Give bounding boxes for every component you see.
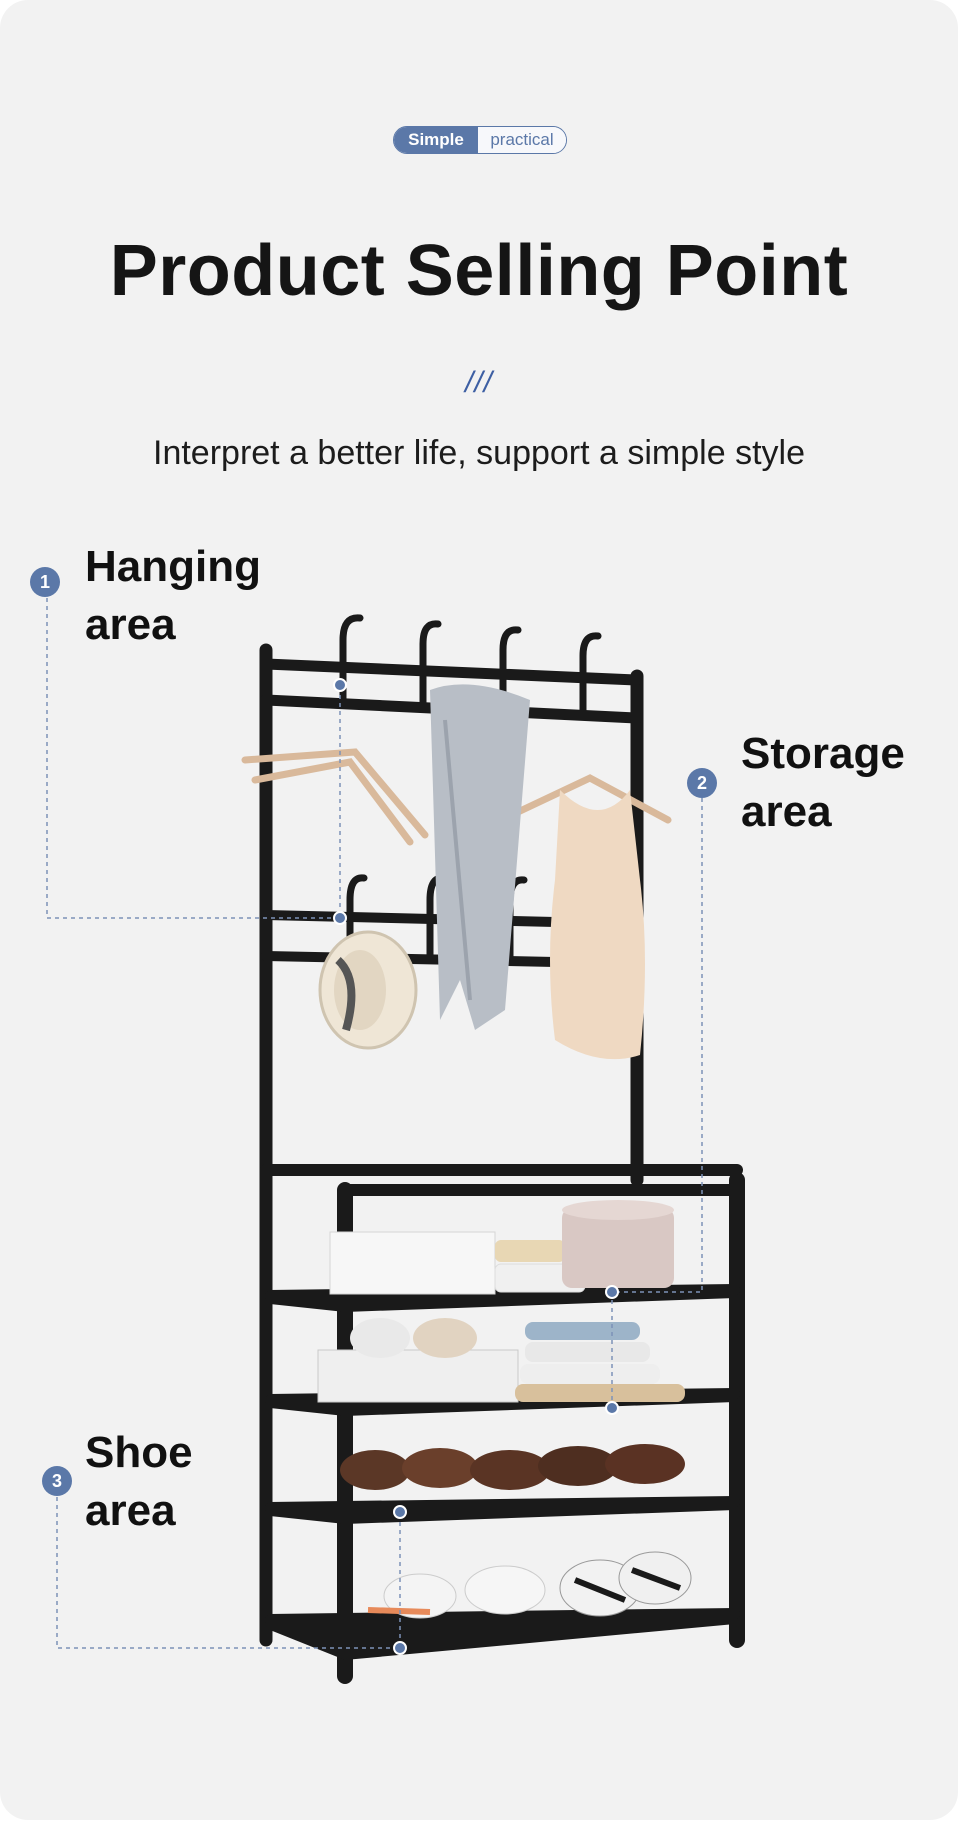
callout-leaders [46, 590, 703, 1649]
tank-top [550, 790, 645, 1060]
decorative-slashes: /// [464, 366, 493, 399]
callout-number-3: 3 [42, 1466, 72, 1496]
callout-storage-line2: area [741, 787, 832, 836]
tag-badge: Simple practical [393, 126, 567, 154]
callout-number-2: 2 [687, 768, 717, 798]
shoes-upper [340, 1444, 685, 1490]
callout-hanging-line2: area [85, 600, 176, 649]
hanger-right [514, 774, 672, 824]
hanger-left [241, 748, 429, 846]
callout-hanging-area: Hanging area [85, 538, 261, 654]
callout-number-1: 1 [30, 567, 60, 597]
callout-shoe-line2: area [85, 1486, 176, 1535]
callout-shoe-area: Shoe area [85, 1424, 193, 1540]
callout-storage-area: Storage area [741, 725, 905, 841]
hat [318, 930, 418, 1050]
scarf [430, 684, 530, 1030]
shoes-lower [367, 1551, 692, 1619]
callout-shoe-line1: Shoe [85, 1428, 193, 1477]
page-title: Product Selling Point [109, 231, 849, 311]
callout-hanging-line1: Hanging [85, 542, 261, 591]
callout-storage-line1: Storage [741, 729, 905, 778]
tag-simple: Simple [394, 127, 478, 153]
shelf-panels [270, 1284, 735, 1660]
page-subtitle: Interpret a better life, support a simpl… [153, 434, 805, 472]
tag-practical: practical [478, 127, 566, 153]
callout-dots [333, 678, 619, 1655]
